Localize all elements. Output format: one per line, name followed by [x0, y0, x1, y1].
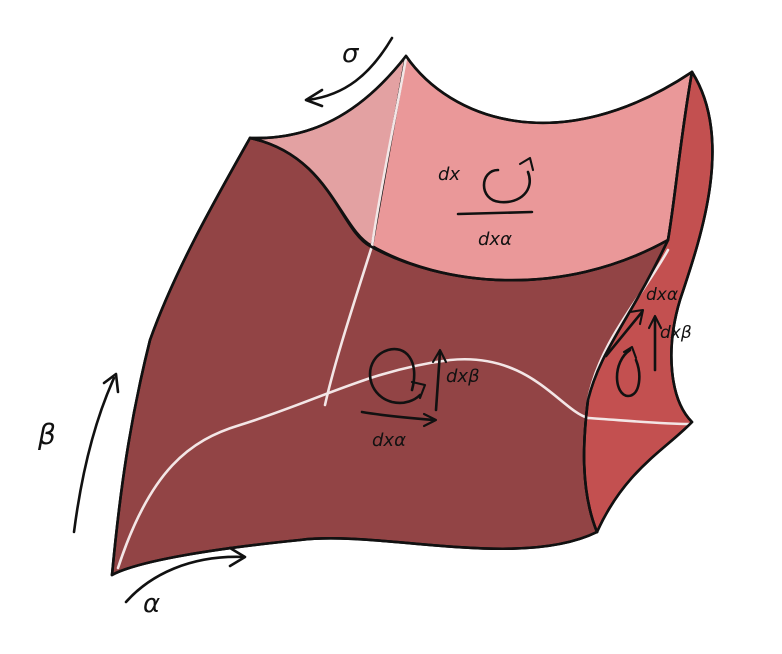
front-face-circulation-icon: [368, 347, 422, 405]
front-face-circulation-arrowhead: [410, 380, 427, 400]
axis-alpha-label: α: [143, 589, 160, 619]
right-face-vertical-arrowhead: [647, 314, 663, 330]
axis-gamma-label: σ: [342, 39, 360, 69]
top-face-denominator-label: dxα: [478, 229, 512, 250]
top-face-circulation-arrowhead: [518, 156, 535, 172]
right-face-circulation-icon: [615, 348, 641, 398]
front-face-vertical-arrow: [434, 350, 442, 412]
right-face-side-label: dxβ: [660, 323, 692, 343]
outline-inner-right-edge: [582, 238, 670, 534]
front-face-vertical-label: dxβ: [446, 366, 480, 387]
right-face-circulation-arrowhead: [622, 345, 638, 360]
front-face-horizontal-arrowhead: [422, 412, 438, 428]
axis-gamma-arrow: [306, 36, 394, 102]
right-face-top-label: dxα: [646, 285, 678, 305]
axis-beta-arrow: [72, 376, 116, 534]
seam-front-horizontal: [116, 357, 590, 570]
outline-inner-top-edge: [248, 70, 694, 282]
axis-beta-label: β: [37, 418, 56, 451]
outline-left-edge: [110, 136, 252, 577]
axis-alpha-arrow: [124, 555, 246, 604]
outline-top-left-edge: [248, 54, 694, 140]
outline-right-edge: [595, 70, 714, 534]
top-face-fraction-bar: [456, 210, 534, 216]
front-face-horizontal-label: dxα: [372, 430, 406, 451]
front-face-vertical-arrowhead: [431, 348, 448, 364]
axis-beta-arrowhead: [102, 372, 120, 394]
top-face-numerator-label: dx: [438, 164, 460, 185]
seam-top-vertical: [370, 56, 408, 248]
seam-front-vertical: [323, 244, 374, 407]
right-face-diagonal-arrowhead: [628, 308, 645, 326]
axis-gamma-arrowhead: [304, 88, 324, 108]
right-face-diagonal-arrow: [604, 310, 644, 358]
top-face-circulation-icon: [482, 168, 531, 204]
outline-bottom-edge: [110, 530, 599, 577]
seam-right-horizontal: [586, 416, 692, 426]
front-face-horizontal-arrow: [360, 410, 436, 422]
axis-alpha-arrowhead: [228, 546, 247, 568]
